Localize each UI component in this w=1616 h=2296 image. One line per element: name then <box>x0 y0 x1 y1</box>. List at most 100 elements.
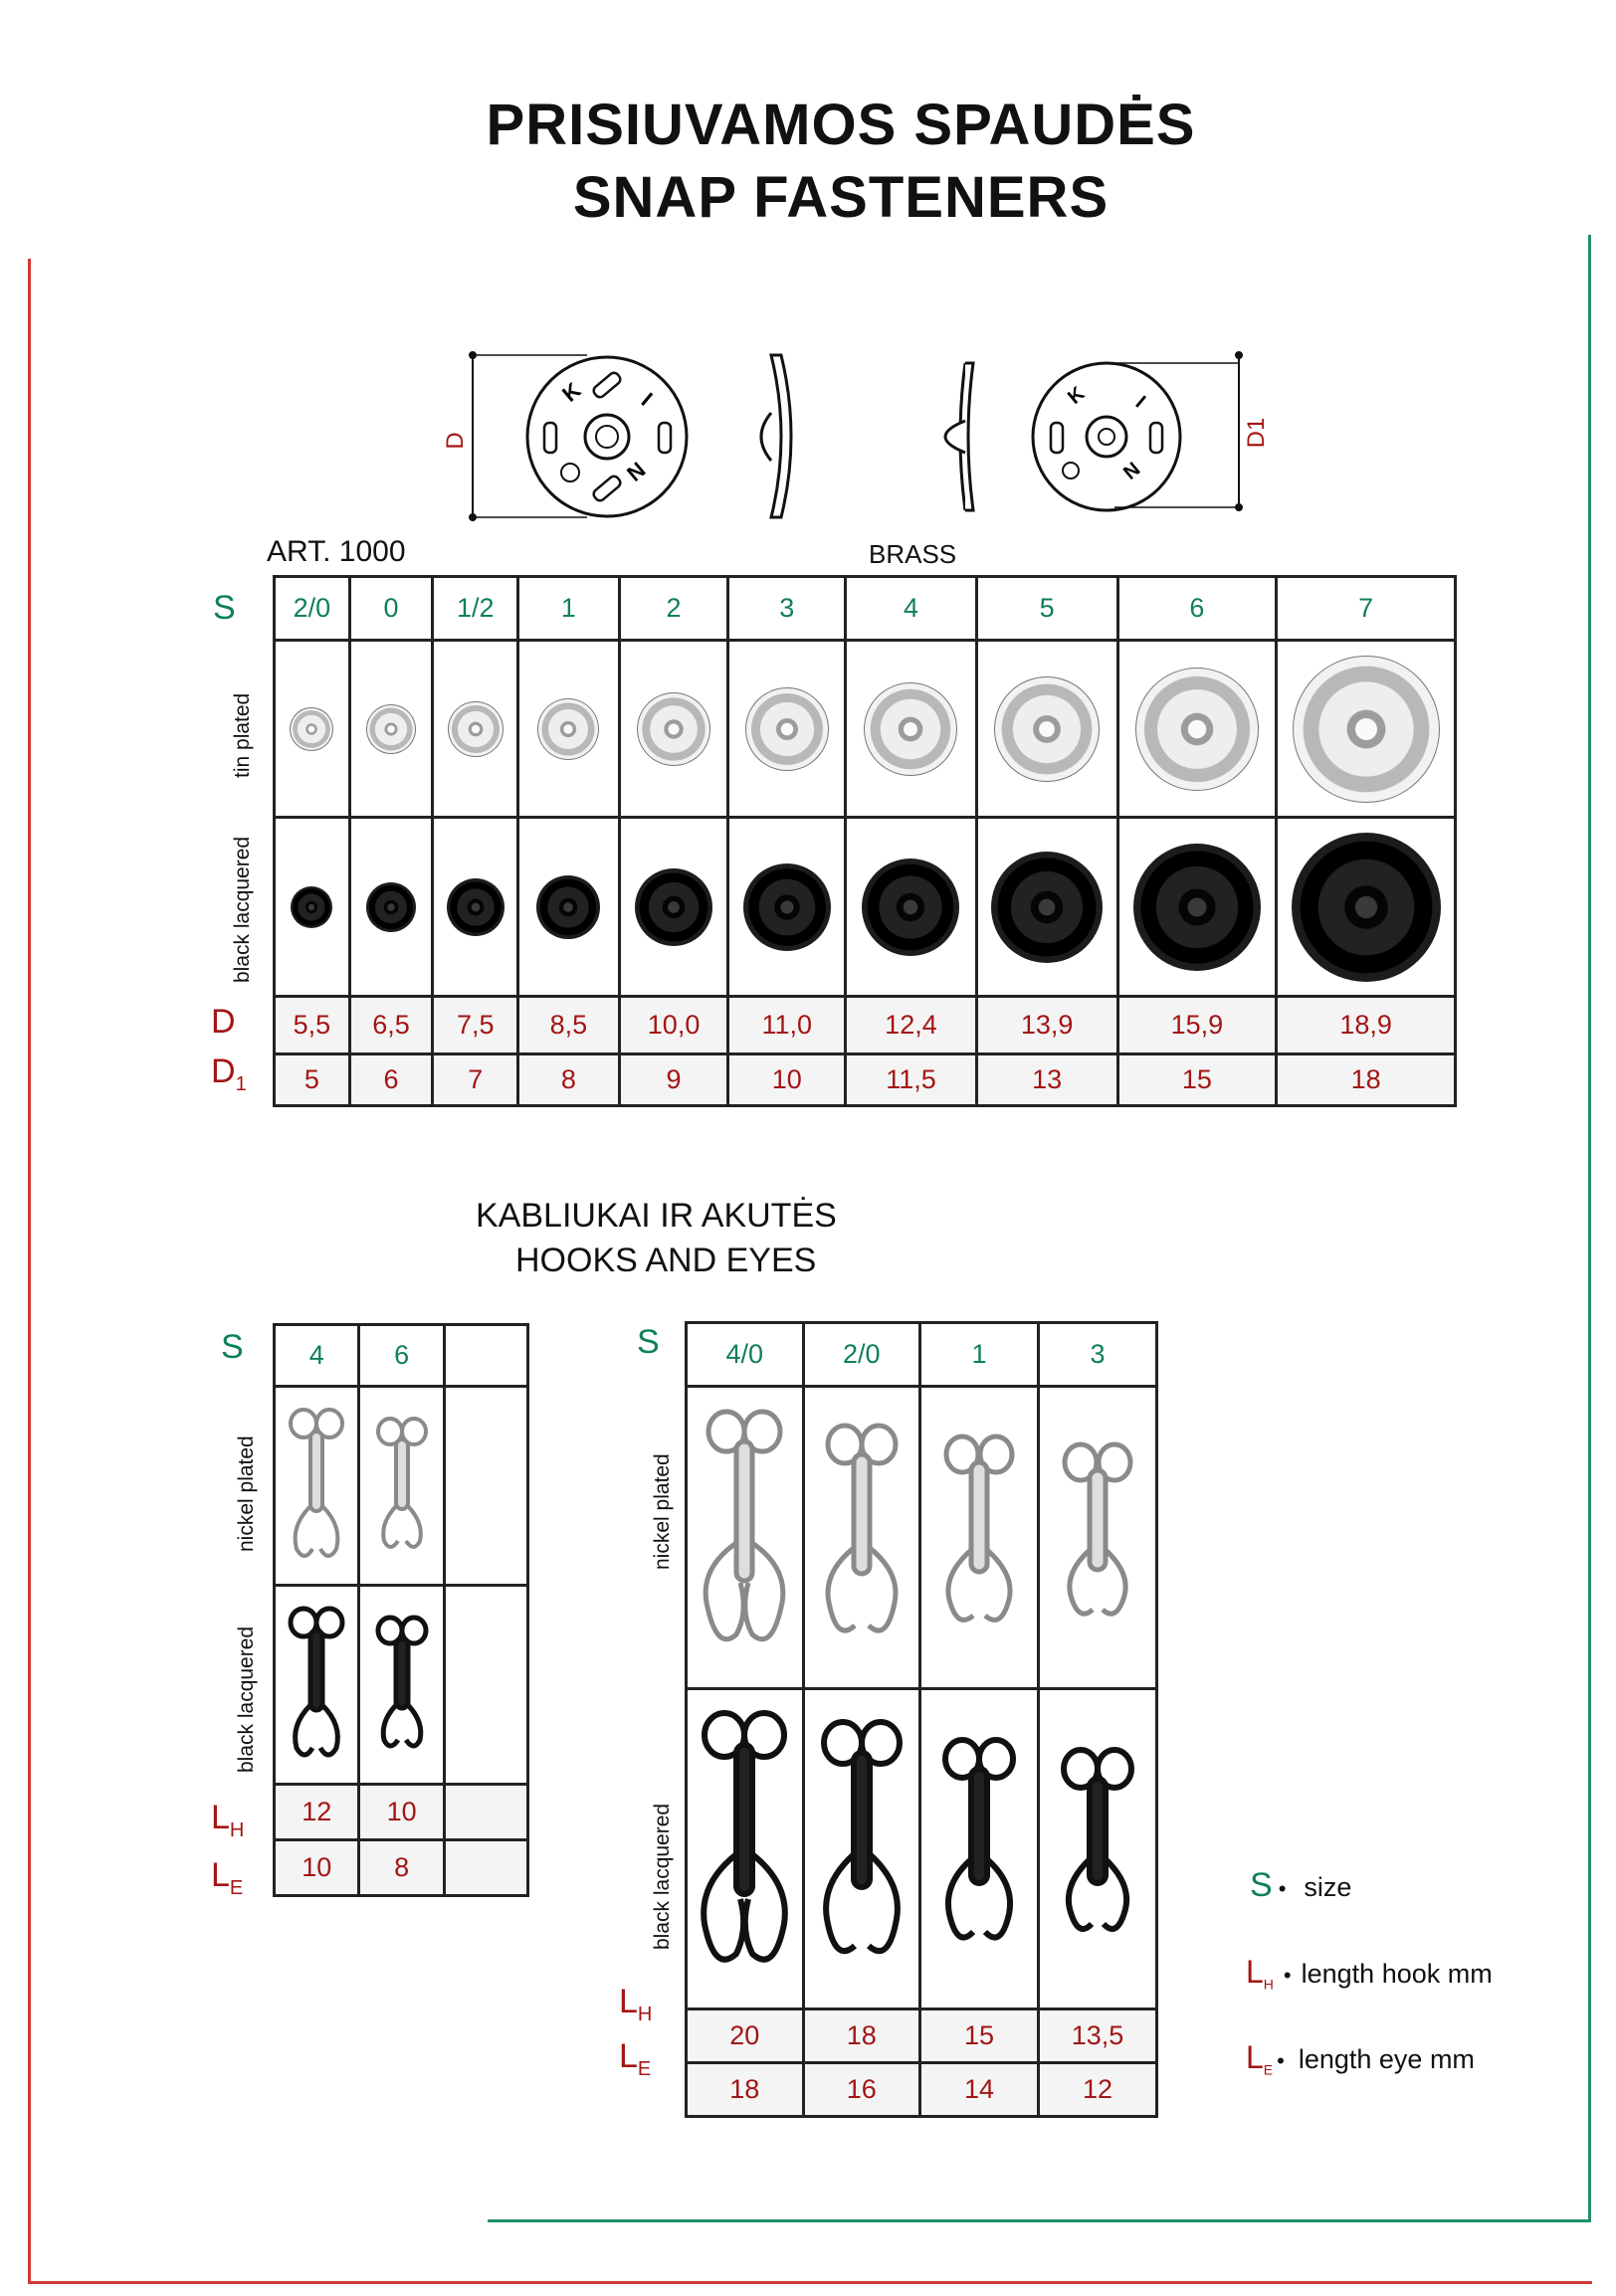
snap-d-cell: 5,5 <box>273 995 351 1055</box>
black-hook-cell <box>357 1584 446 1786</box>
snap-d-cell: 10,0 <box>617 995 730 1055</box>
nickel-hook-icon <box>289 1407 345 1558</box>
tin-snap-cell <box>1115 639 1279 819</box>
nickel-hook-icon <box>825 1423 899 1632</box>
nickel-hook-icon <box>1062 1441 1133 1617</box>
snap-size-cell: 5 <box>974 575 1119 642</box>
snap-fasteners-table: 2/0 0 1/2 1 2 3 4 5 6 7 5,5 6,5 7, <box>273 575 1457 1107</box>
snap-d-cell: 15,9 <box>1115 995 1279 1055</box>
tin-snap-icon <box>1292 655 1440 803</box>
black-snap-icon <box>291 885 333 928</box>
tin-snap-cell <box>1275 639 1457 819</box>
hook-size-cell: 4 <box>272 1323 361 1388</box>
hook-lh-cell: 13,5 <box>1037 2008 1158 2064</box>
black-snap-cell <box>431 816 520 998</box>
hook-lh-cell: 15 <box>917 2008 1041 2064</box>
snaps-d-row-label: D <box>211 1003 236 1041</box>
black-snap-cell <box>273 816 351 998</box>
nickel-hook-cell <box>917 1385 1041 1690</box>
black-snap-cell <box>347 816 435 998</box>
snaps-size-row-label: S <box>213 589 236 627</box>
black-hook-icon <box>701 1709 789 1963</box>
snap-d-cell: 6,5 <box>347 995 435 1055</box>
black-snap-icon <box>1132 843 1261 971</box>
article-number: ART. 1000 <box>267 535 406 568</box>
snap-stud-face-icon: K I N <box>1031 361 1182 512</box>
hook-size-cell: 6 <box>357 1323 446 1388</box>
nickel-hook-cell <box>801 1385 921 1690</box>
black-snap-icon <box>1291 832 1441 982</box>
page-title-en: SNAP FASTENERS <box>572 165 1110 230</box>
hook-le-cell: 12 <box>1037 2061 1158 2118</box>
d1-label: D1 <box>1243 418 1270 449</box>
tin-snap-icon <box>994 675 1101 782</box>
snap-d1-cell: 7 <box>431 1052 520 1107</box>
snap-d-cell: 7,5 <box>431 995 520 1055</box>
hooks-large-black-label: black lacquered <box>651 1803 674 1950</box>
tin-snap-icon <box>290 706 334 751</box>
tin-snap-icon <box>637 691 711 766</box>
black-snap-cell <box>516 816 621 998</box>
snap-d1-cell: 13 <box>974 1052 1119 1107</box>
snap-d1-cell: 10 <box>726 1052 848 1107</box>
d-label: D <box>442 432 469 449</box>
nickel-hook-icon <box>703 1409 786 1641</box>
black-hook-cell <box>1037 1687 1158 2010</box>
hooks-large-le-label: LE <box>619 2037 652 2080</box>
page-title-lt: PRISIUVAMOS SPAUDĖS <box>486 93 1196 157</box>
black-snap-cell <box>726 816 848 998</box>
snap-size-cell: 0 <box>347 575 435 642</box>
tin-snap-cell <box>617 639 730 819</box>
tin-snap-cell <box>974 639 1119 819</box>
snaps-black-lacquered-label: black lacquered <box>231 836 254 983</box>
snaps-d-row: 5,5 6,5 7,5 8,5 10,0 11,0 12,4 13,9 15,9… <box>273 995 1457 1055</box>
hook-lh-cell: 18 <box>801 2008 921 2064</box>
hook-le-cell: 14 <box>917 2061 1041 2118</box>
hooks-large-table: 4/0 2/0 1 3 20 18 15 13,5 18 16 14 12 <box>685 1321 1158 2118</box>
hooks-small-le-label: LE <box>211 1856 244 1899</box>
black-snap-icon <box>991 851 1104 963</box>
tin-snap-icon <box>366 703 417 754</box>
black-hook-icon <box>1061 1746 1134 1932</box>
hooks-large-size-label: S <box>637 1323 660 1361</box>
hook-le-cell: 8 <box>357 1838 446 1897</box>
snaps-tin-plated-label: tin plated <box>231 692 254 778</box>
black-hook-icon <box>820 1718 903 1954</box>
snaps-size-row: 2/0 0 1/2 1 2 3 4 5 6 7 <box>273 575 1457 642</box>
black-snap-cell <box>1115 816 1279 998</box>
black-hook-cell <box>272 1584 361 1786</box>
legend-length-hook: LH•length hook mm <box>1246 1954 1493 1993</box>
nickel-hook-icon <box>375 1416 428 1549</box>
nickel-hook-icon <box>943 1434 1015 1623</box>
snap-d-cell: 8,5 <box>516 995 621 1055</box>
hook-size-cell: 1 <box>917 1321 1041 1388</box>
hook-le-cell: 18 <box>685 2061 805 2118</box>
legend-size: S•size <box>1250 1866 1352 1904</box>
hooks-large-lh-label: LH <box>619 1983 653 2025</box>
left-red-border <box>28 259 31 2284</box>
black-hook-icon <box>941 1736 1016 1940</box>
black-hook-cell <box>685 1687 805 2010</box>
nickel-hook-cell <box>272 1385 361 1587</box>
snap-d-cell: 13,9 <box>974 995 1119 1055</box>
hook-lh-cell: 20 <box>685 2008 805 2064</box>
snap-size-cell: 1/2 <box>431 575 520 642</box>
tin-snap-cell <box>726 639 848 819</box>
nickel-hook-cell <box>685 1385 805 1690</box>
snap-size-cell: 6 <box>1115 575 1279 642</box>
snap-d1-cell: 15 <box>1115 1052 1279 1107</box>
snap-stud-profile-icon <box>943 361 975 512</box>
snap-d1-cell: 9 <box>617 1052 730 1107</box>
section2-title-lt: KABLIUKAI IR AKUTĖS <box>476 1197 837 1235</box>
snaps-black-row <box>273 816 1457 998</box>
black-hook-icon <box>288 1606 345 1757</box>
hook-le-cell <box>442 1838 530 1897</box>
snaps-d1-row-label: D1 <box>211 1052 247 1095</box>
snap-d1-cell: 18 <box>1275 1052 1457 1107</box>
hook-le-cell: 10 <box>272 1838 361 1897</box>
empty-cell <box>442 1584 530 1786</box>
tin-snap-icon <box>864 681 958 776</box>
tin-snap-cell <box>844 639 978 819</box>
snap-d-cell: 11,0 <box>726 995 848 1055</box>
snap-size-cell: 2 <box>617 575 730 642</box>
